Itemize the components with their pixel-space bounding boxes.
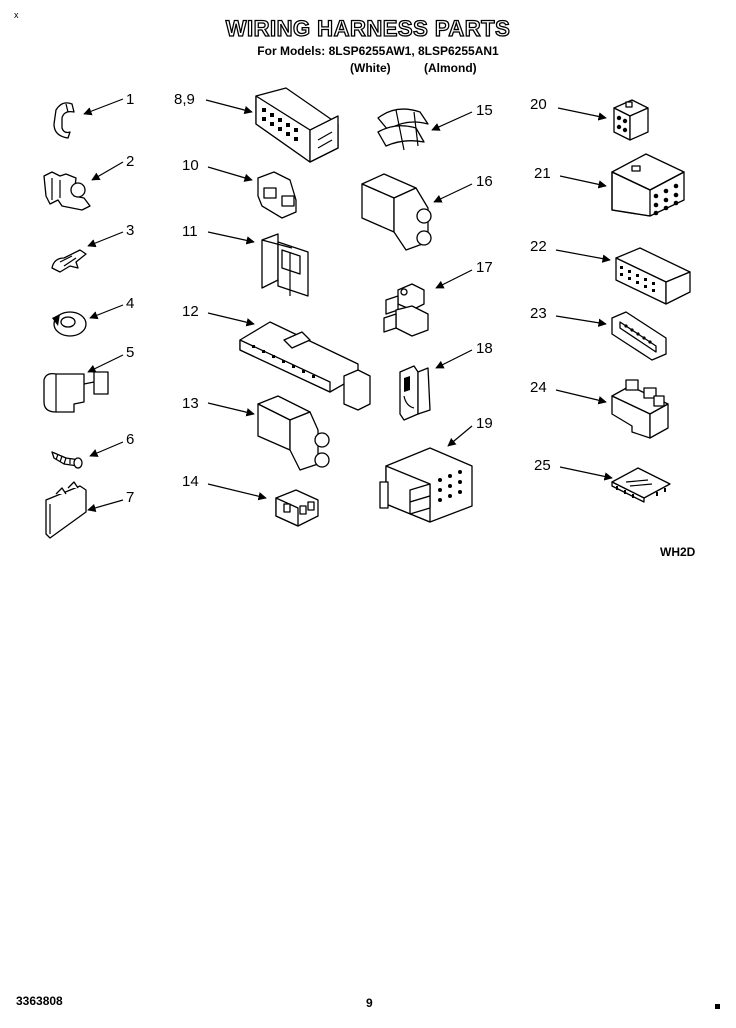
small-terminal-block-icon	[257, 171, 297, 219]
variant-almond: (Almond)	[424, 61, 477, 75]
part-12[interactable]: 12	[182, 303, 371, 411]
d-connector-icon	[611, 311, 667, 361]
page-title: WIRING HARNESS PARTS	[225, 15, 511, 41]
part-8-9[interactable]: 8,9	[174, 87, 339, 163]
part-7-label: 7	[126, 489, 134, 506]
large-socket-connector-icon	[379, 447, 473, 523]
wire-clip-icon	[53, 102, 75, 139]
harness-clamp-icon	[43, 171, 91, 211]
four-pin-block-icon	[613, 99, 649, 141]
part-11[interactable]: 11	[182, 223, 309, 297]
part-12-label: 12	[182, 303, 199, 320]
part-3-label: 3	[126, 222, 134, 239]
part-22[interactable]: 22	[530, 238, 691, 305]
part-18[interactable]: 18	[399, 340, 493, 421]
cable-tie-icon	[45, 481, 87, 539]
part-1[interactable]: 1	[53, 91, 134, 139]
part-3[interactable]: 3	[51, 222, 134, 273]
part-19-label: 19	[476, 415, 493, 432]
part-25-label: 25	[534, 457, 551, 474]
part-4[interactable]: 4	[52, 295, 134, 337]
three-pin-plug-icon	[275, 489, 319, 527]
part-15-label: 15	[476, 102, 493, 119]
part-19[interactable]: 19	[379, 415, 493, 523]
part-17[interactable]: 17	[383, 259, 493, 337]
terminal-post-icon	[383, 283, 429, 337]
document-number: 3363808	[16, 994, 63, 1008]
vertical-clip-icon	[399, 365, 431, 421]
part-14-label: 14	[182, 473, 199, 490]
stepped-block-icon	[611, 379, 669, 439]
part-24-label: 24	[530, 379, 547, 396]
nine-pin-block-icon	[611, 153, 685, 217]
variant-white: (White)	[350, 61, 391, 75]
wire-sleeve-icon	[377, 108, 429, 151]
multi-pin-connector-icon	[255, 87, 339, 163]
part-16-label: 16	[476, 173, 493, 190]
circuit-board-icon	[611, 467, 671, 503]
part-24[interactable]: 24	[530, 379, 669, 439]
part-11-label: 11	[182, 223, 198, 240]
part-7[interactable]: 7	[45, 481, 134, 539]
part-22-label: 22	[530, 238, 547, 255]
part-8-9-label: 8,9	[174, 91, 195, 108]
diagram-code: WH2D	[660, 545, 696, 559]
part-20[interactable]: 20	[530, 96, 649, 141]
part-10[interactable]: 10	[182, 157, 297, 219]
spring-clip-icon	[51, 249, 87, 273]
edge-connector-icon	[615, 247, 691, 305]
part-6[interactable]: 6	[51, 431, 134, 469]
part-21[interactable]: 21	[534, 153, 685, 217]
part-25[interactable]: 25	[534, 457, 671, 503]
model-subtitle: For Models: 8LSP6255AW1, 8LSP6255AN1	[257, 44, 499, 58]
part-15[interactable]: 15	[377, 102, 493, 151]
part-20-label: 20	[530, 96, 547, 113]
long-terminal-strip-icon	[239, 321, 371, 411]
part-5[interactable]: 5	[43, 344, 134, 413]
part-16[interactable]: 16	[361, 173, 493, 251]
part-13[interactable]: 13	[182, 395, 330, 471]
part-18-label: 18	[476, 340, 493, 357]
page-number: 9	[366, 996, 373, 1010]
part-5-label: 5	[126, 344, 134, 361]
two-way-connector-icon	[361, 173, 432, 251]
part-1-label: 1	[126, 91, 134, 108]
color-variants: (White) (Almond)	[340, 61, 477, 75]
bracket-clip-icon	[43, 371, 109, 413]
part-6-label: 6	[126, 431, 134, 448]
part-4-label: 4	[126, 295, 134, 312]
tick-mark: x	[14, 10, 19, 20]
ring-clip-icon	[52, 311, 87, 337]
two-way-connector-icon	[257, 395, 330, 471]
part-23-label: 23	[530, 305, 547, 322]
part-13-label: 13	[182, 395, 199, 412]
part-2-label: 2	[126, 153, 134, 170]
part-2[interactable]: 2	[43, 153, 134, 211]
part-17-label: 17	[476, 259, 493, 276]
part-10-label: 10	[182, 157, 199, 174]
part-21-label: 21	[534, 165, 551, 182]
part-14[interactable]: 14	[182, 473, 319, 527]
corner-mark	[715, 1004, 720, 1009]
plug-connector-icon	[261, 233, 309, 297]
part-23[interactable]: 23	[530, 305, 667, 361]
screw-icon	[51, 451, 83, 469]
